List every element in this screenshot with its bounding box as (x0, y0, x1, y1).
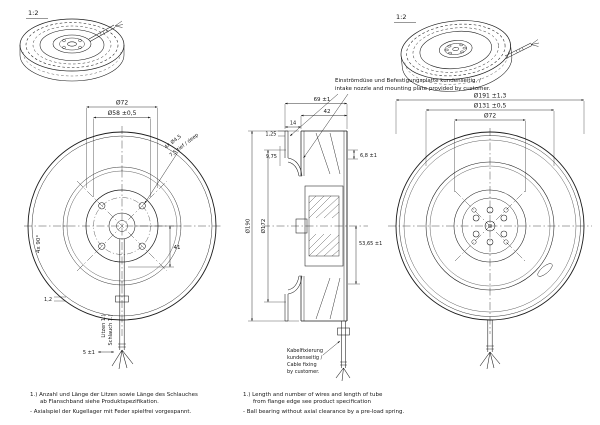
backplate-ring (425, 161, 555, 291)
dim-label-68: 6,8 ±1 (360, 153, 377, 159)
ring-slot-ticks (63, 167, 181, 285)
dim-label-975: 9,75 (266, 154, 277, 160)
dim-label-42: 42 (324, 109, 331, 115)
iso-view-right: 1:2 (394, 13, 540, 92)
impeller-outer-circle (27, 131, 217, 321)
iso-view-left: 1:2 (19, 9, 125, 82)
vent-hole (472, 230, 480, 238)
rim-blade-texture (404, 51, 509, 85)
blade-ring-inner (412, 27, 499, 73)
dim-label-d72: Ø72 (484, 113, 497, 120)
footnote-en-1b: from flange edge see product specificati… (253, 399, 371, 405)
inlet-nozzle (287, 157, 303, 295)
impeller-section-outline (300, 130, 348, 322)
cable-note-line3: Cable fixing (287, 362, 317, 368)
rear-view: Ø191 ±1,3 Ø131 ±0,5 Ø72 (388, 93, 592, 370)
dim-label-69: 69 ±1 (314, 97, 331, 103)
shaft-center (452, 47, 459, 51)
cable-with-wires (504, 39, 540, 59)
screw (471, 239, 477, 245)
hatching-bottom (308, 233, 340, 257)
dim-label-5: 5 ±1 (83, 350, 95, 356)
front-view: Ø72 Ø58 ±0,5 4x Ø4,5 7,5 tief / deep 4x … (24, 100, 222, 370)
bearing (295, 218, 308, 234)
dim-label-d131: Ø131 ±0,5 (474, 103, 507, 110)
blade-ring-outer (406, 23, 506, 77)
hole-callout-leader (144, 151, 179, 204)
dim-label-4x90: 4x 90° (36, 235, 42, 254)
scale-label: 1:2 (396, 13, 406, 21)
cable-assembly (335, 321, 351, 382)
wire-ends (479, 351, 501, 370)
hub (438, 40, 473, 58)
vent-hole (500, 230, 508, 238)
dim-label-14: 14 (290, 121, 296, 127)
section-view: Einströmdüse und Befestigungsplatte kund… (245, 78, 491, 382)
cable-note-line1: Kabelfixierung (287, 348, 323, 354)
bolt-hole (98, 242, 106, 250)
cable-with-wires (88, 20, 124, 42)
dim-label-d191: Ø191 ±1,3 (474, 93, 507, 100)
scale-label: 1:2 (28, 9, 38, 17)
dim-label-d72: Ø72 (116, 100, 129, 107)
cable-note-line2: kundenseitig / (287, 355, 323, 361)
footnote-en-1a: 1.) Length and number of wires and lengt… (243, 392, 383, 398)
vent-hole (500, 214, 508, 222)
blade-section-lines (315, 132, 341, 320)
wire-ends (111, 349, 134, 370)
motor-housing-circle (453, 189, 527, 263)
hatching-top (308, 195, 340, 219)
cable-clamp (115, 295, 129, 303)
screw (503, 207, 509, 213)
centerline-diagonal (454, 190, 526, 262)
dim-label-5365: 53,65 ±1 (359, 241, 382, 247)
cable-assembly (111, 239, 134, 370)
blade-ring-inner (32, 25, 112, 65)
centerline-diagonal (76, 180, 168, 272)
type-label-sticker (537, 263, 553, 277)
dim-label-d190: Ø190 (245, 218, 252, 233)
screw (503, 239, 509, 245)
footnote-de-1b: ab Flanschband siehe Produktspezifikatio… (40, 399, 159, 405)
backplate-edge (419, 30, 492, 70)
bolt-hole (138, 242, 146, 250)
cable-note-leader (322, 340, 341, 356)
dim-label-12: 1,2 (44, 297, 52, 303)
shaft-center (67, 41, 77, 47)
dim-label-d58: Ø58 ±0,5 (108, 110, 137, 117)
dim-label-41: 41 (174, 245, 181, 251)
blade-ring-outer (25, 22, 119, 68)
footnote-de-1a: 1.) Anzahl und Länge der Litzen sowie Lä… (30, 392, 198, 398)
footnote-en-2: - Ball bearing without axial clearance b… (243, 409, 404, 415)
bolt-hole (138, 202, 146, 210)
rim-blade-texture (22, 51, 122, 77)
screw (471, 207, 477, 213)
dim-label-d172: Ø172 (260, 219, 267, 234)
dim-label-125: 1,25 (265, 132, 276, 138)
vent-hole (472, 214, 480, 222)
footnotes: 1.) Anzahl und Länge der Litzen sowie Lä… (30, 392, 404, 415)
cable-note-line4: by customer. (287, 369, 320, 375)
vent-hole (486, 238, 494, 246)
hub-flange (52, 34, 92, 54)
cable-assembly (479, 320, 501, 370)
ref-label-tube: Schlauch 1.) (108, 314, 114, 345)
intake-note-line1: Einströmdüse und Befestigungsplatte kund… (335, 78, 481, 84)
shaft-center (484, 220, 496, 232)
vent-hole (486, 206, 494, 214)
intake-note-line2: intake nozzle and mounting plate provide… (335, 86, 491, 92)
bolt-hole (98, 202, 106, 210)
impeller-outer-circle (395, 131, 585, 321)
ref-label-wires: Litzen 1.) (101, 314, 107, 337)
cable-fixing-clamp (337, 327, 350, 336)
mounting-plate (284, 130, 289, 322)
note-leader-nozzle (303, 93, 349, 159)
wire-ends (335, 367, 351, 382)
footnote-de-2: - Axialspiel der Kugellager mit Feder sp… (30, 409, 192, 415)
motor-section (295, 185, 344, 267)
dim-ticks-12 (54, 296, 66, 302)
